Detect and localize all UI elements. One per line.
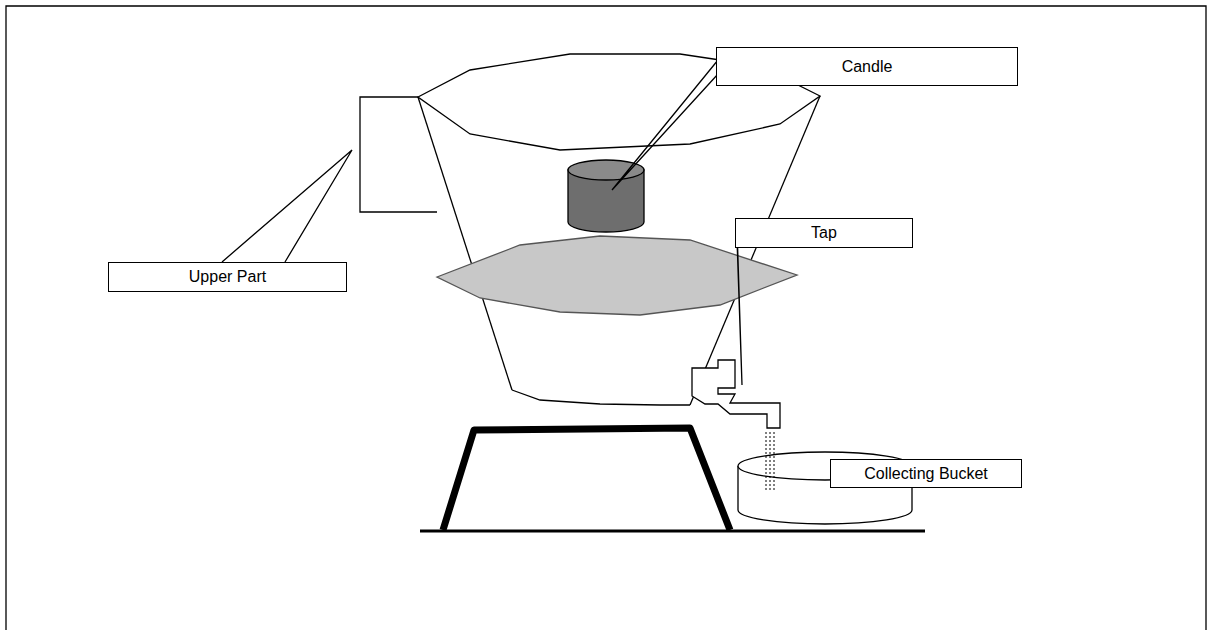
bracket <box>360 97 437 212</box>
leader-line <box>612 60 718 190</box>
callout-box: Upper Part <box>108 262 347 292</box>
candle-top <box>568 160 644 180</box>
frame <box>6 6 1206 630</box>
tap <box>692 360 780 428</box>
callout-label: Candle <box>842 57 893 76</box>
callout-label: Tap <box>811 223 837 242</box>
callout-box: Candle <box>716 47 1018 86</box>
callout-box: Collecting Bucket <box>830 459 1022 488</box>
callout-label: Upper Part <box>189 267 266 286</box>
water-drip <box>766 432 774 492</box>
ground-line <box>420 530 925 533</box>
leader-line <box>737 228 742 385</box>
container-side <box>418 97 512 390</box>
container-bottom <box>512 390 690 405</box>
callout-box: Tap <box>735 218 913 248</box>
stand <box>443 428 730 530</box>
callout-label: Collecting Bucket <box>864 464 988 483</box>
leader-line <box>222 150 352 262</box>
